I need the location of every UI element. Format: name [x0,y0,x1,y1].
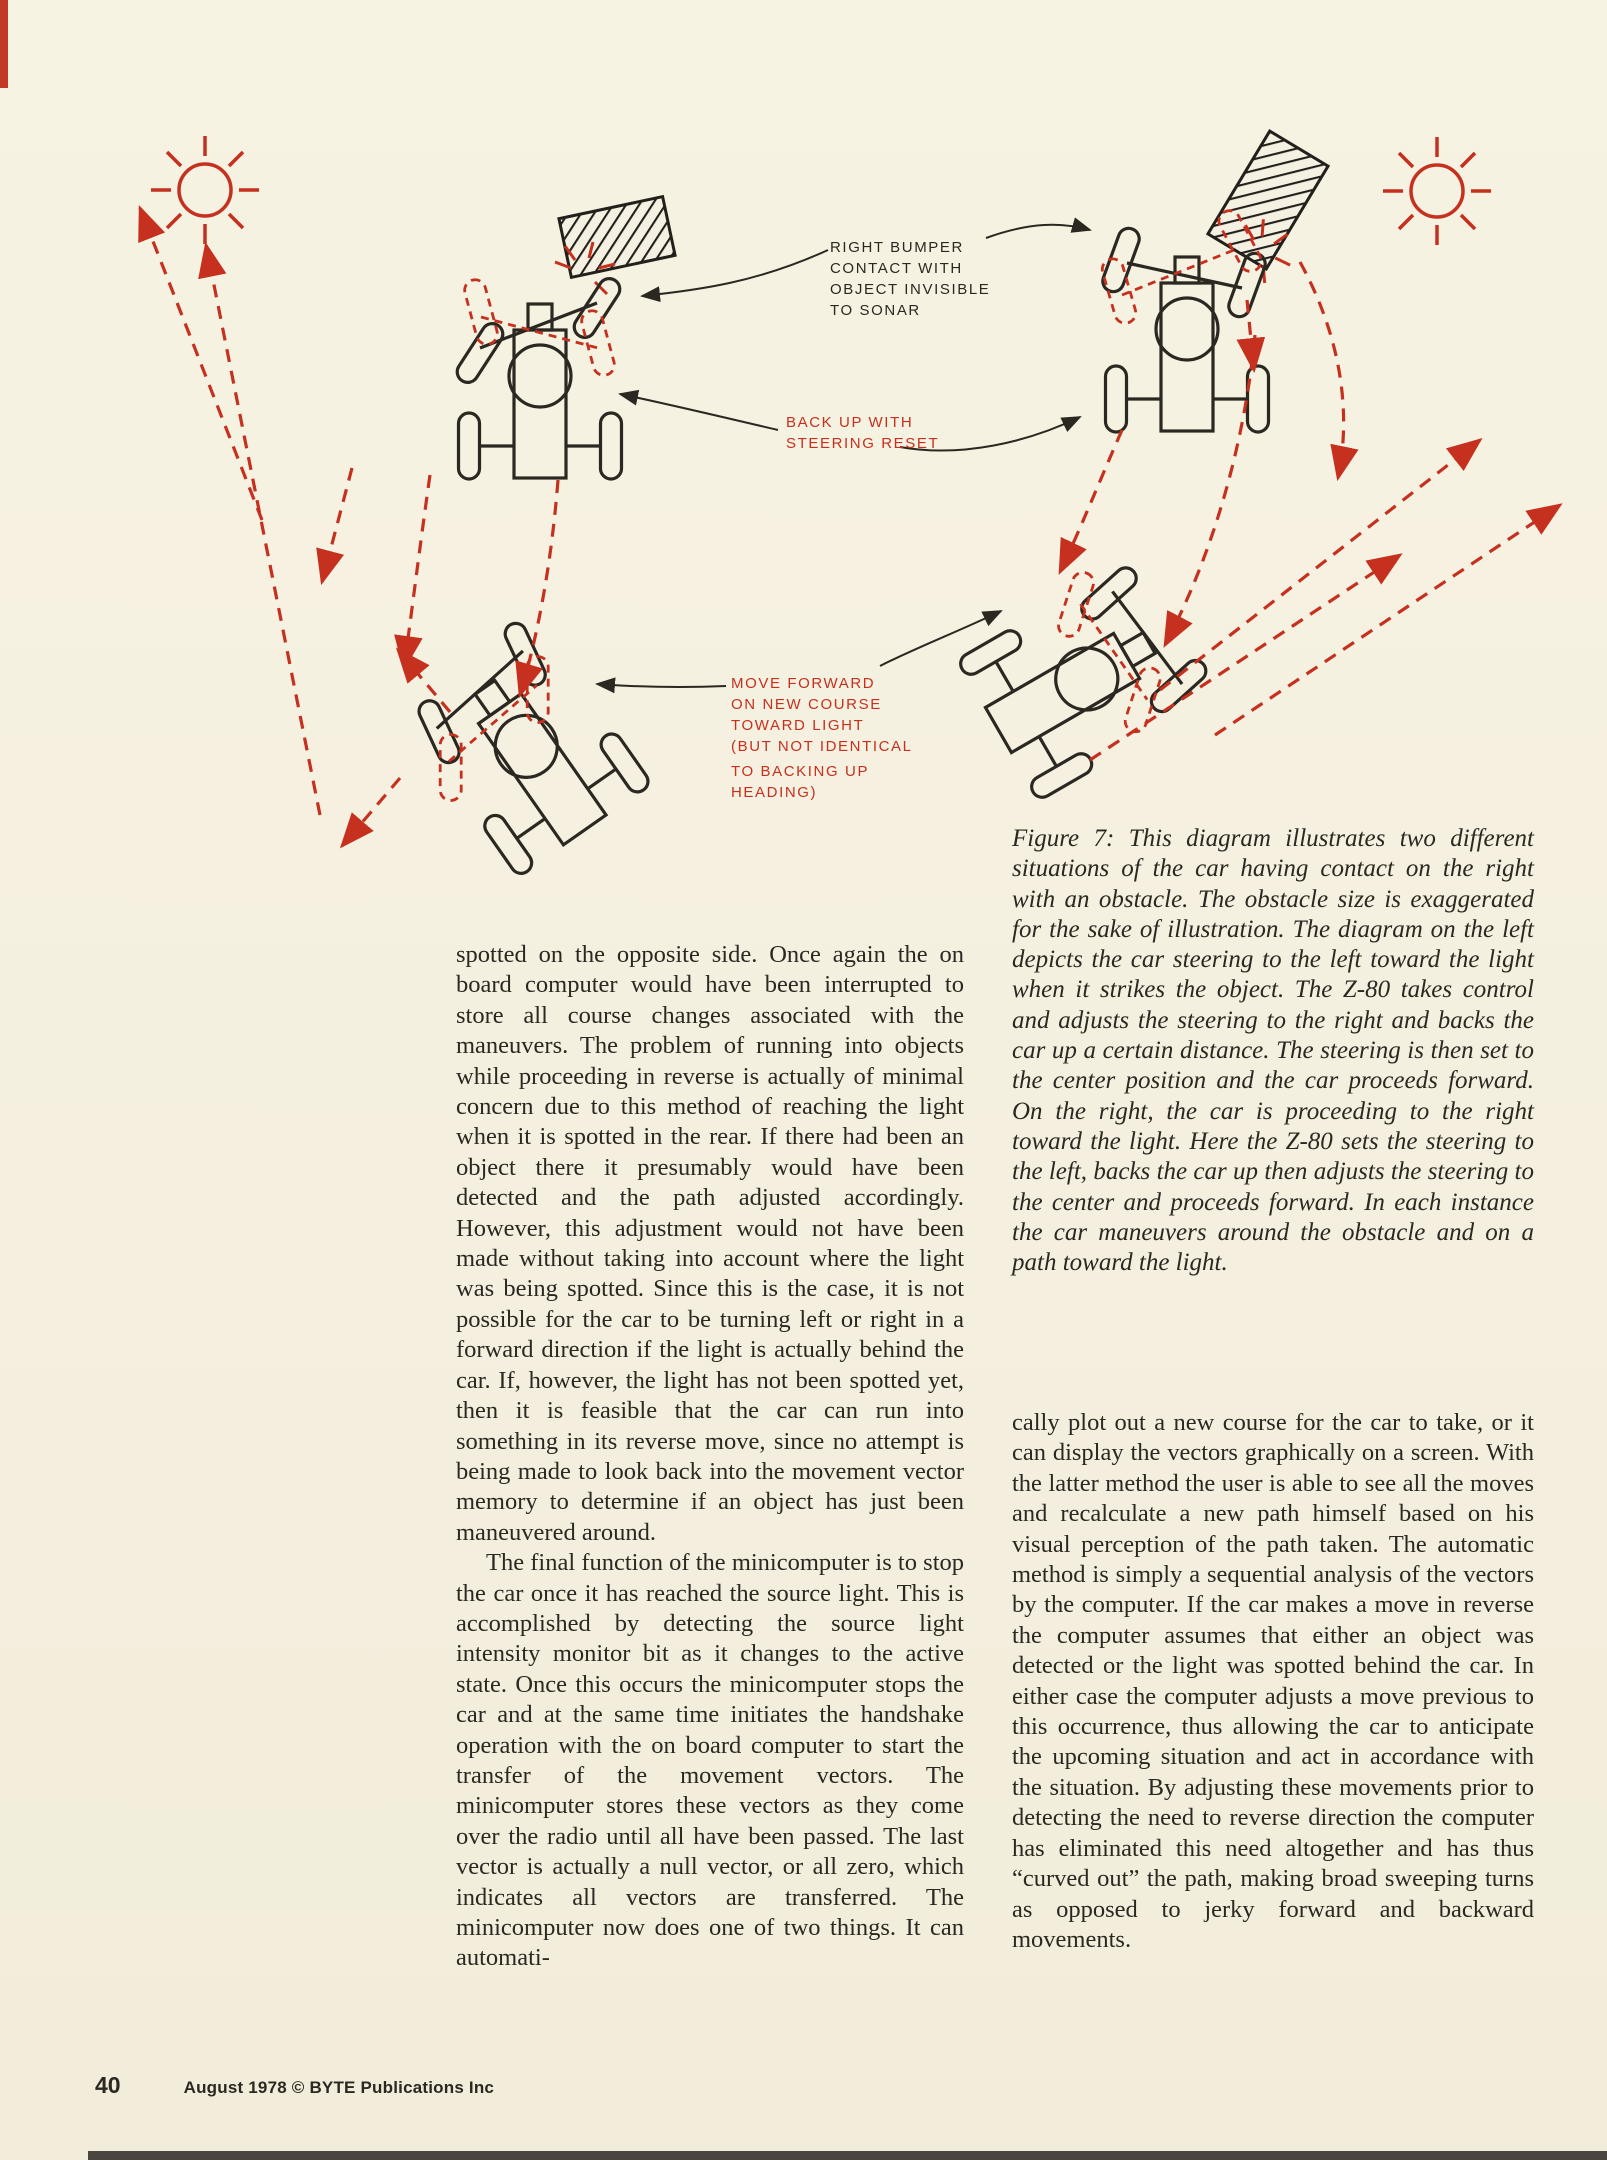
callout-line: RIGHT BUMPER [830,239,964,256]
callout-leaders [595,217,1092,694]
leader-right-bumper-left [640,249,829,303]
light-source-sun-icon-left [149,134,261,246]
leader-back-up-right [899,416,1082,452]
callout-line: TO SONAR [830,302,921,319]
car-right-contact [1098,205,1269,432]
callout-line: BACK UP WITH [786,414,913,431]
scan-edge-artifact-bottom [88,2151,1607,2160]
path-arrows-left [138,205,560,849]
article-right-column: cally plot out a new course for the car … [1012,1408,1534,1955]
figure-caption: Figure 7: This diagram illustrates two d… [1012,825,1534,1277]
callout-line: CONTACT WITH [830,260,963,277]
paragraph: The final function of the minicomputer i… [456,1549,964,1972]
callout-line: HEADING) [731,784,817,801]
leader-back-up-left [618,389,779,431]
leader-move-forward-right [879,610,1003,667]
callout-line: OBJECT INVISIBLE [830,281,990,298]
scan-edge-artifact-left [0,0,8,88]
leader-right-bumper-right [985,217,1092,239]
car-right-after [948,561,1212,801]
leader-move-forward-left [595,677,727,694]
paragraph: spotted on the opposite side. Once again… [456,941,964,1546]
callout-right-bumper: RIGHT BUMPER CONTACT WITH OBJECT INVISIB… [830,239,990,319]
obstacle-right [1205,129,1331,271]
light-source-sun-icon-right [1381,135,1493,247]
path-arrows-right [1058,261,1563,762]
callout-line: MOVE FORWARD [731,675,875,692]
page-number: 40 [95,2072,121,2098]
callout-line: TO BACKING UP [731,763,869,780]
page-footer: 40 August 1978 © BYTE Publications Inc [95,2072,494,2099]
scene-left [138,134,677,889]
scene-right [948,129,1563,801]
car-left-contact [451,273,626,479]
article-left-column: spotted on the opposite side. Once again… [456,940,964,1974]
publication-credit: August 1978 © BYTE Publications Inc [183,2078,495,2097]
figure-7-diagram: RIGHT BUMPER CONTACT WITH OBJECT INVISIB… [138,129,1563,910]
callout-line: TOWARD LIGHT [731,717,864,734]
callout-line: STEERING RESET [786,435,939,452]
car-left-after [414,618,652,889]
callout-move-forward: MOVE FORWARD ON NEW COURSE TOWARD LIGHT … [731,675,913,801]
paragraph: cally plot out a new course for the car … [1012,1409,1534,1953]
callout-line: (BUT NOT IDENTICAL [731,738,913,755]
callout-line: ON NEW COURSE [731,696,882,713]
callout-back-up: BACK UP WITH STEERING RESET [786,414,939,452]
obstacle-left [557,194,677,280]
